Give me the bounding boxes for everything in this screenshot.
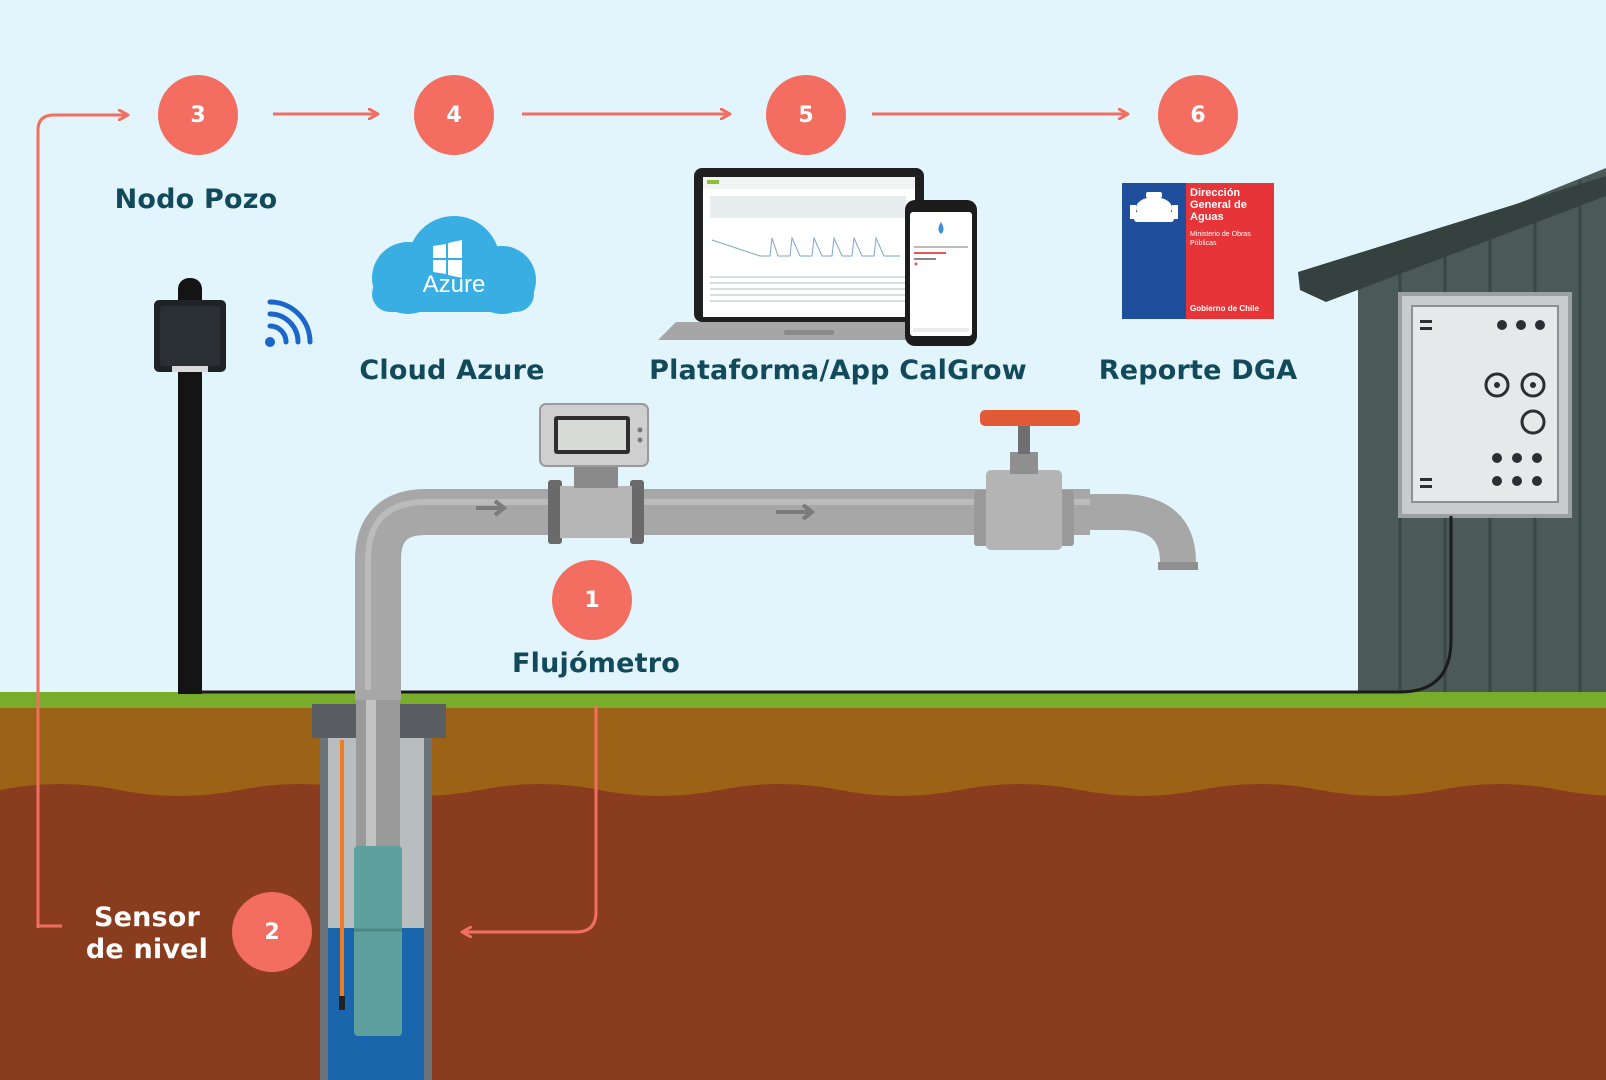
step-2-badge: 2	[232, 892, 312, 972]
shed-roof	[1298, 176, 1606, 302]
dga-ministry: Ministerio de Obras Públicas	[1190, 231, 1251, 247]
level-sensor-label: Sensor de nivel	[85, 902, 209, 966]
topsoil-layer	[0, 708, 1606, 798]
dga-title-line-1: Dirección	[1190, 187, 1241, 199]
dga-logo	[1122, 183, 1274, 319]
step-4-badge: 4	[414, 75, 494, 155]
valve-handle	[980, 410, 1080, 426]
azure-cloud-icon	[372, 216, 536, 314]
data-flow-arrows	[36, 114, 1128, 932]
well-node-label: Nodo Pozo	[114, 184, 278, 215]
wifi-signal-icon	[265, 299, 313, 347]
azure-logo-text: Azure	[422, 271, 486, 298]
dga-title: Dirección General de Aguas	[1190, 187, 1272, 223]
sensor-to-node-arrow	[36, 115, 128, 928]
pump-house	[190, 168, 1606, 694]
control-panel-buttons	[1420, 320, 1546, 488]
step-1-badge: 1	[552, 560, 632, 640]
node-pole	[178, 370, 202, 694]
flow-meter-display	[558, 420, 626, 450]
dga-report-label: Reporte DGA	[1098, 355, 1298, 386]
main-pipe	[355, 489, 1090, 700]
flow-arrow-icon	[776, 503, 816, 521]
dga-government: Gobierno de Chile	[1190, 304, 1259, 313]
dga-title-line-2: General de	[1190, 199, 1247, 211]
well-node-device	[154, 278, 226, 694]
pipe-system	[355, 489, 1198, 700]
flowmeter-to-well-arrow	[462, 706, 598, 932]
control-panel-door	[1411, 305, 1559, 503]
calgrow-devices	[658, 168, 977, 346]
dashboard-chart	[711, 236, 900, 257]
gate-valve	[974, 410, 1080, 550]
submersible-pump	[354, 846, 402, 1036]
pipe-outlet	[1090, 494, 1196, 570]
flowmeter-label: Flujómetro	[512, 648, 680, 679]
cloud-azure-label: Cloud Azure	[359, 355, 545, 386]
flow-meter	[539, 403, 649, 544]
step-5-badge: 5	[766, 75, 846, 155]
windows-logo-icon	[433, 240, 462, 278]
level-sensor-probe	[339, 996, 345, 1010]
step-3-badge: 3	[158, 75, 238, 155]
dga-logo-red	[1186, 183, 1274, 319]
power-cable	[190, 516, 1453, 694]
calgrow-platform-label: Plataforma/App CalGrow	[649, 355, 1027, 386]
step-6-badge: 6	[1158, 75, 1238, 155]
dga-title-line-3: Aguas	[1190, 211, 1224, 223]
chile-coat-of-arms-icon	[1130, 192, 1178, 222]
flow-arrow-icon	[476, 499, 508, 517]
ground	[0, 692, 1606, 1080]
well	[312, 560, 446, 1080]
